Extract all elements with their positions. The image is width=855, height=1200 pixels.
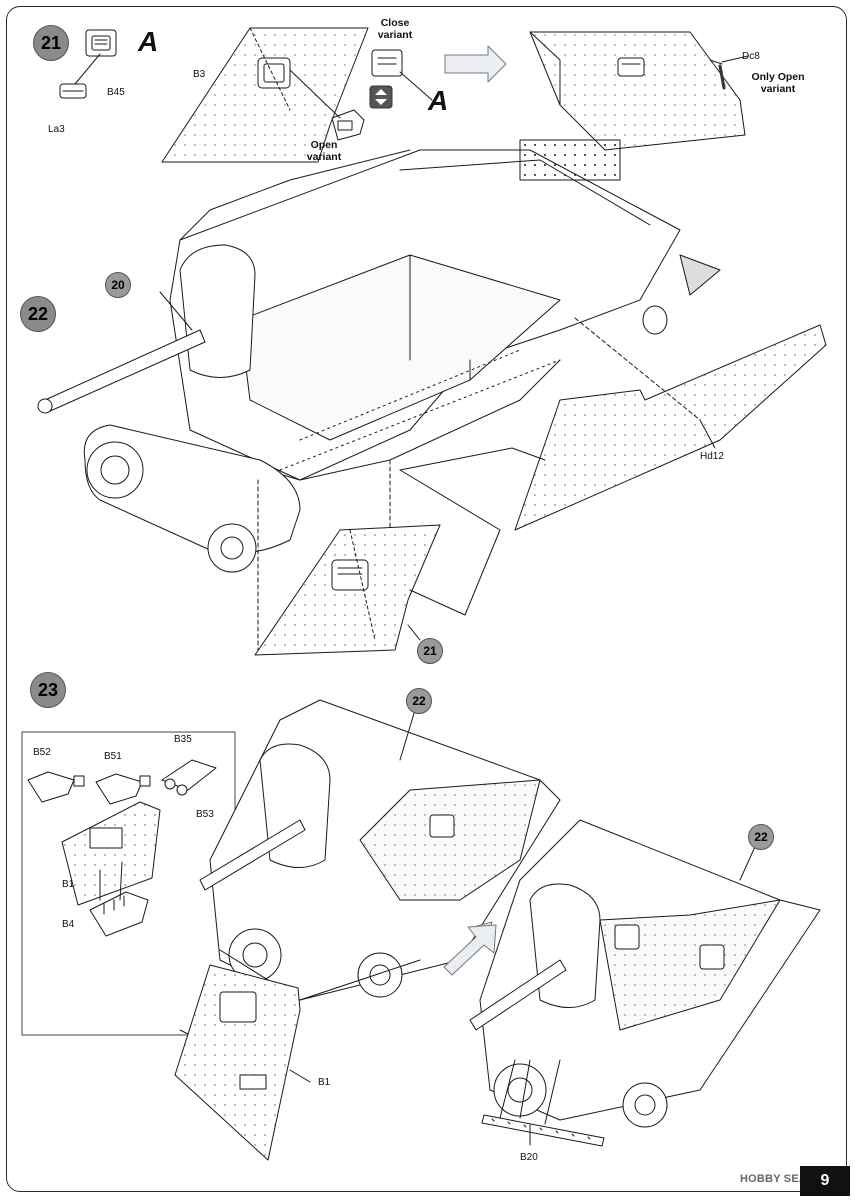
part-b3-drawing: [161, 27, 369, 163]
swap-arrows-icon: [369, 85, 393, 109]
only-open-variant-label: Only Open variant: [751, 71, 805, 95]
label-b51: B51: [104, 751, 122, 762]
step-22-badge: 22: [20, 296, 56, 332]
hull-drawing-step22: [37, 139, 721, 573]
label-b1-inset: B1: [62, 879, 75, 890]
label-b53: B53: [196, 809, 214, 820]
label-b52: B52: [33, 747, 51, 758]
process-arrow-icon: [444, 45, 507, 83]
close-variant-label: Close variant: [377, 17, 413, 41]
label-b20: B20: [520, 1152, 538, 1163]
hull-drawing-step23-left: [199, 699, 561, 1001]
hull-drawing-step23-right: [469, 819, 821, 1128]
label-hd12: Hd12: [700, 451, 724, 462]
part-b20-drawing: [481, 1114, 605, 1147]
label-dc8: Dc8: [742, 51, 760, 62]
process-arrow-down-icon: [443, 921, 497, 976]
part-close-hatch-drawing: [371, 49, 403, 77]
assembled-side-drawing: [529, 31, 746, 151]
ref-21-badge: 21: [417, 638, 443, 664]
page-number: 9: [800, 1166, 850, 1196]
step-23-badge: 23: [30, 672, 66, 708]
inset-parts-drawing: [27, 759, 217, 937]
step-21-badge: 21: [33, 25, 69, 61]
label-b4: B4: [62, 919, 75, 930]
ref-22-badge-left: 22: [406, 688, 432, 714]
label-b3: B3: [193, 69, 206, 80]
label-b35: B35: [174, 734, 192, 745]
part-hd12-drawing: [514, 324, 827, 531]
label-b45: B45: [107, 87, 125, 98]
variant-a-marker-mid: A: [428, 85, 449, 116]
label-la3: La3: [48, 124, 65, 135]
ref-20-badge: 20: [105, 272, 131, 298]
open-variant-label: Open variant: [306, 139, 342, 163]
part-la3-drawing: [59, 83, 87, 99]
part-b45-drawing: [85, 29, 117, 57]
page-frame: [6, 6, 847, 1192]
variant-a-marker-top: A: [138, 26, 159, 57]
ref-22-badge-right: 22: [748, 824, 774, 850]
step21-plate-drawing: [254, 524, 441, 656]
part-b1-drawing: [174, 964, 301, 1161]
label-b1: B1: [318, 1077, 331, 1088]
